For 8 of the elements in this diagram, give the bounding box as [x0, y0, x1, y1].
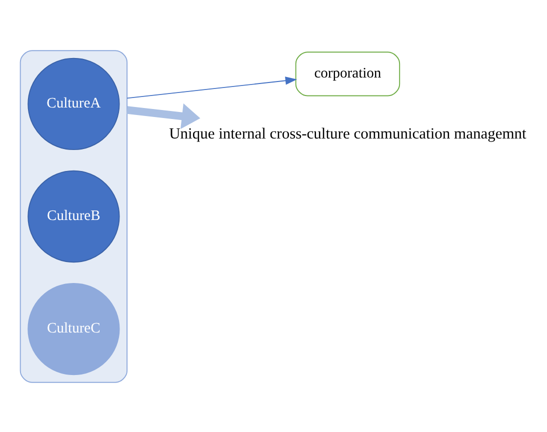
node-circle: CultureC	[28, 282, 120, 375]
node-circle: CultureA	[28, 57, 120, 150]
arrow	[126, 76, 298, 98]
node-box: corporation	[295, 51, 400, 96]
node-text: Unique internal cross-culture communication managemnt	[169, 125, 526, 142]
arrow	[126, 102, 200, 129]
node-circle: CultureB	[28, 170, 120, 262]
cluster	[20, 50, 128, 382]
